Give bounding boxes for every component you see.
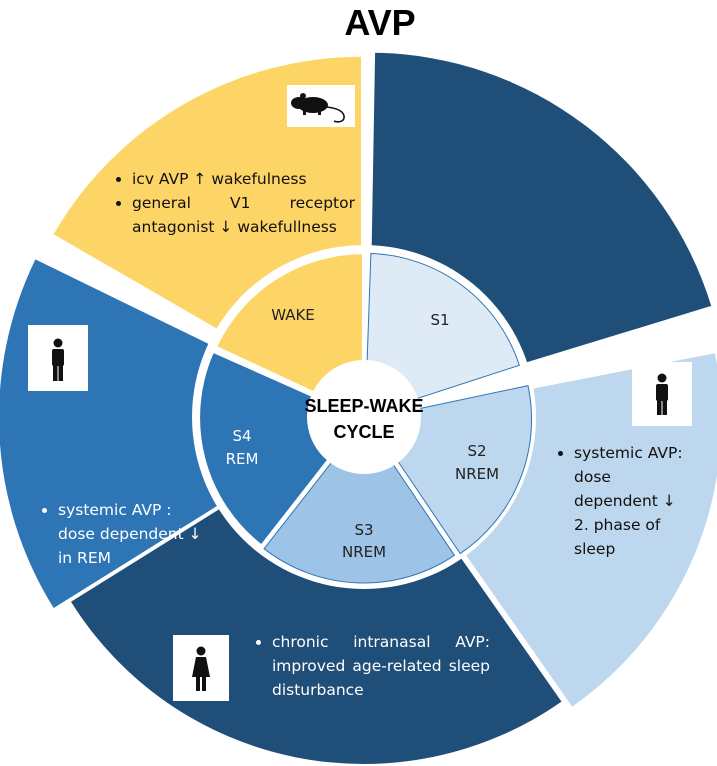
segment-label-wake: WAKE	[271, 306, 315, 324]
note-s4: systemic AVP : dose dependent ↓ in REM	[36, 498, 206, 570]
note-s2-item: systemic AVP: dose dependent ↓ 2. phase …	[574, 441, 692, 561]
note-s3-item: chronic intranasal AVP: improved age-rel…	[272, 630, 490, 702]
note-s4-item: systemic AVP : dose dependent ↓ in REM	[58, 498, 206, 570]
segment-label-s3-line1: S3	[354, 521, 373, 539]
inner-segment-s3	[263, 420, 456, 584]
note-s2: systemic AVP: dose dependent ↓ 2. phase …	[552, 441, 692, 561]
human-icon	[632, 362, 692, 426]
note-wake-item: general V1 receptor antagonist ↓ wakeful…	[132, 191, 355, 239]
note-wake: icv AVP ↑ wakefulness general V1 recepto…	[110, 167, 355, 239]
center-circle	[307, 360, 421, 474]
segment-label-s3-line2: NREM	[342, 543, 386, 561]
human-icon	[28, 325, 88, 391]
segment-label-s2-line1: S2	[467, 442, 486, 460]
segment-label-s1: S1	[430, 311, 449, 329]
center-label-line2: CYCLE	[333, 422, 394, 442]
note-s3: chronic intranasal AVP: improved age-rel…	[250, 630, 490, 702]
inner-segment-s1	[364, 252, 520, 417]
rat-icon	[287, 85, 355, 127]
note-wake-item: icv AVP ↑ wakefulness	[132, 167, 355, 191]
diagram-title: AVP	[344, 2, 416, 43]
segment-label-s4-line2: REM	[226, 450, 259, 468]
woman-icon	[173, 635, 229, 701]
segment-label-s2-line2: NREM	[455, 465, 499, 483]
outer-segment-s4	[0, 259, 359, 608]
segment-label-s4-line1: S4	[232, 427, 251, 445]
center-label-line1: SLEEP-WAKE	[304, 396, 423, 416]
